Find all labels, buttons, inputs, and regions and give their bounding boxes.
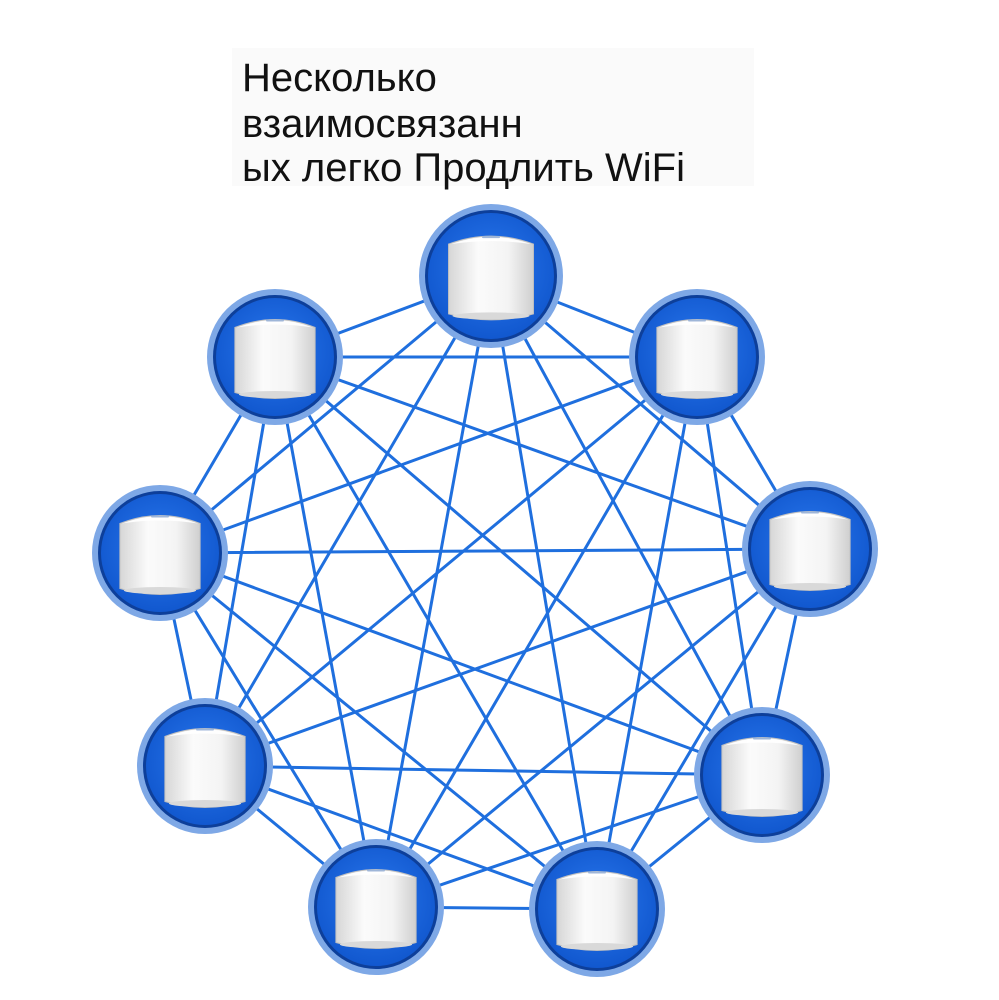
router-logo-mark xyxy=(588,871,606,874)
router-top xyxy=(121,516,199,524)
mesh-link xyxy=(158,551,378,909)
router-base xyxy=(168,799,242,807)
mesh-link xyxy=(695,355,764,777)
router-base xyxy=(339,940,413,948)
wifi-mesh-router-icon xyxy=(769,511,851,591)
mesh-link xyxy=(203,764,764,777)
wifi-mesh-router-icon xyxy=(556,871,638,951)
wifi-mesh-router-icon xyxy=(119,515,201,595)
mesh-link xyxy=(374,355,699,909)
mesh-link xyxy=(273,355,378,909)
router-logo-mark xyxy=(151,515,169,518)
router-body xyxy=(234,319,316,399)
router-body xyxy=(119,515,201,595)
mesh-link xyxy=(203,547,812,768)
router-logo-mark xyxy=(482,236,500,239)
title-line-2: взаимосвязанн xyxy=(242,102,523,146)
router-base xyxy=(123,586,197,594)
title-line-1: Несколько xyxy=(242,56,437,100)
mesh-node xyxy=(694,707,830,843)
router-base xyxy=(238,390,312,398)
router-logo-mark xyxy=(688,319,706,322)
mesh-link xyxy=(203,355,277,768)
mesh-link xyxy=(595,355,699,911)
router-top xyxy=(658,320,736,328)
mesh-node xyxy=(207,289,343,425)
router-base xyxy=(452,312,530,320)
router-body xyxy=(769,511,851,591)
mesh-node xyxy=(92,485,228,621)
wifi-mesh-router-icon xyxy=(448,235,534,321)
router-base xyxy=(773,582,847,590)
router-top xyxy=(337,870,415,878)
router-top xyxy=(450,237,532,245)
mesh-node xyxy=(742,481,878,617)
mesh-node xyxy=(419,204,563,348)
router-top xyxy=(558,872,636,880)
router-base xyxy=(560,942,634,950)
mesh-link xyxy=(158,551,764,777)
title-background xyxy=(232,48,754,186)
mesh-node xyxy=(308,839,444,975)
router-body xyxy=(656,319,738,399)
router-body xyxy=(335,869,417,949)
router-logo-mark xyxy=(801,511,819,514)
mesh-node xyxy=(529,841,665,977)
router-body xyxy=(164,728,246,808)
mesh-link xyxy=(158,355,699,555)
mesh-link xyxy=(158,551,599,911)
router-base xyxy=(725,808,799,816)
mesh-link xyxy=(595,547,812,911)
router-logo-mark xyxy=(196,728,214,731)
router-top xyxy=(723,738,801,746)
router-top xyxy=(236,320,314,328)
title-line-3: ых легко Продлить WiFi xyxy=(242,146,685,190)
mesh-nodes xyxy=(92,204,878,977)
mesh-link xyxy=(203,764,599,911)
wifi-mesh-router-icon xyxy=(234,319,316,399)
mesh-link xyxy=(158,547,812,555)
mesh-link xyxy=(273,355,599,911)
router-body xyxy=(556,871,638,951)
mesh-link xyxy=(203,355,699,768)
mesh-link xyxy=(489,274,599,911)
wifi-mesh-router-icon xyxy=(656,319,738,399)
router-logo-mark xyxy=(753,737,771,740)
router-body xyxy=(721,737,803,817)
mesh-node xyxy=(629,289,765,425)
mesh-link xyxy=(489,274,764,777)
mesh-link xyxy=(374,274,493,909)
router-top xyxy=(771,512,849,520)
mesh-link xyxy=(273,355,764,777)
router-logo-mark xyxy=(367,869,385,872)
mesh-node xyxy=(137,698,273,834)
router-base xyxy=(660,390,734,398)
wifi-mesh-router-icon xyxy=(164,728,246,808)
router-logo-mark xyxy=(266,319,284,322)
router-body xyxy=(448,235,534,321)
router-top xyxy=(166,729,244,737)
wifi-mesh-router-icon xyxy=(335,869,417,949)
mesh-link xyxy=(374,547,812,909)
mesh-link xyxy=(273,355,812,551)
wifi-mesh-router-icon xyxy=(721,737,803,817)
